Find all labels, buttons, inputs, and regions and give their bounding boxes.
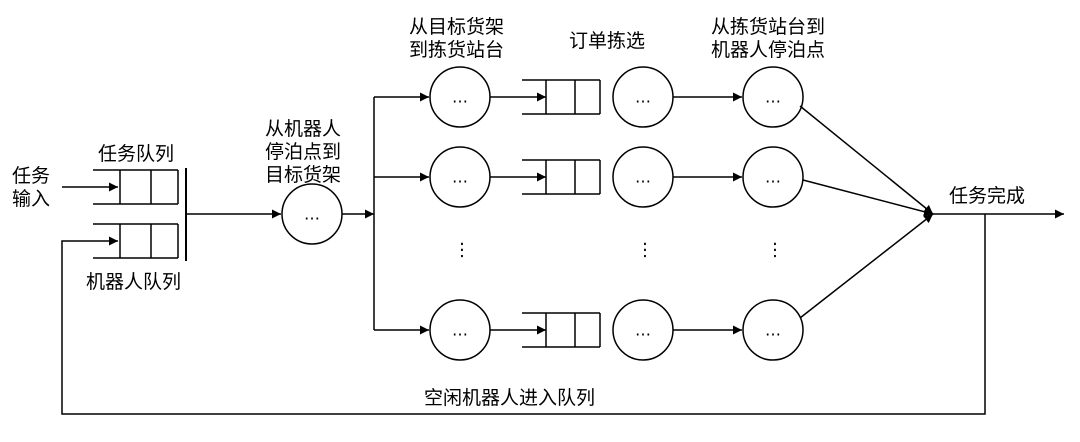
return-server-2	[742, 146, 804, 208]
stage1-label-line3: 目标货架	[265, 164, 341, 186]
return-server-2-label: …	[765, 168, 781, 187]
branch-ellipsis-stage2: ⋮	[453, 240, 471, 261]
converge-arrow-2	[802, 179, 934, 217]
return-server-1	[742, 66, 804, 128]
pick-buffer-2	[522, 159, 601, 195]
return-server-1-label: …	[765, 88, 781, 107]
return-server-3	[742, 299, 804, 361]
pick-server-3-label: …	[635, 321, 651, 340]
stage2-server-2-label: …	[452, 168, 468, 187]
task-queue-buffer	[93, 169, 179, 205]
stage4-label-line1: 从拣货站台到	[711, 16, 825, 38]
stage1-label-line2: 停泊点到	[265, 141, 341, 163]
stage2-server-1-label: …	[452, 88, 468, 107]
stage1-server-label: …	[304, 205, 320, 224]
return-server-3-label: …	[765, 321, 781, 340]
robot-queue-buffer	[93, 223, 179, 259]
stage2-server-3-label: …	[452, 321, 468, 340]
idle-robot-return-label: 空闲机器人进入队列	[424, 387, 595, 409]
branch-ellipsis-pick: ⋮	[636, 240, 654, 261]
pick-server-2-label: …	[635, 168, 651, 187]
task-input-label-line2: 输入	[12, 188, 50, 210]
pick-server-1-label: …	[635, 88, 651, 107]
stage3-label: 订单拣选	[569, 30, 645, 52]
task-queue-label: 任务队列	[98, 143, 174, 165]
stage2-label-line1: 从目标货架	[409, 16, 504, 38]
pick-buffer-1	[522, 79, 601, 115]
task-complete-label: 任务完成	[949, 185, 1025, 207]
stage1-label-line1: 从机器人	[265, 118, 341, 140]
idle-robot-feedback-loop	[61, 214, 986, 415]
pick-buffer-3	[522, 312, 601, 348]
branch-ellipsis-return: ⋮	[766, 240, 784, 261]
robot-queue-label: 机器人队列	[86, 271, 181, 293]
converge-arrow-1	[799, 105, 934, 215]
converge-arrow-3	[799, 213, 934, 319]
stage2-label-line2: 到拣货站台	[409, 39, 504, 61]
task-input-label-line1: 任务	[12, 165, 50, 187]
stage4-label-line2: 机器人停泊点	[711, 39, 825, 61]
